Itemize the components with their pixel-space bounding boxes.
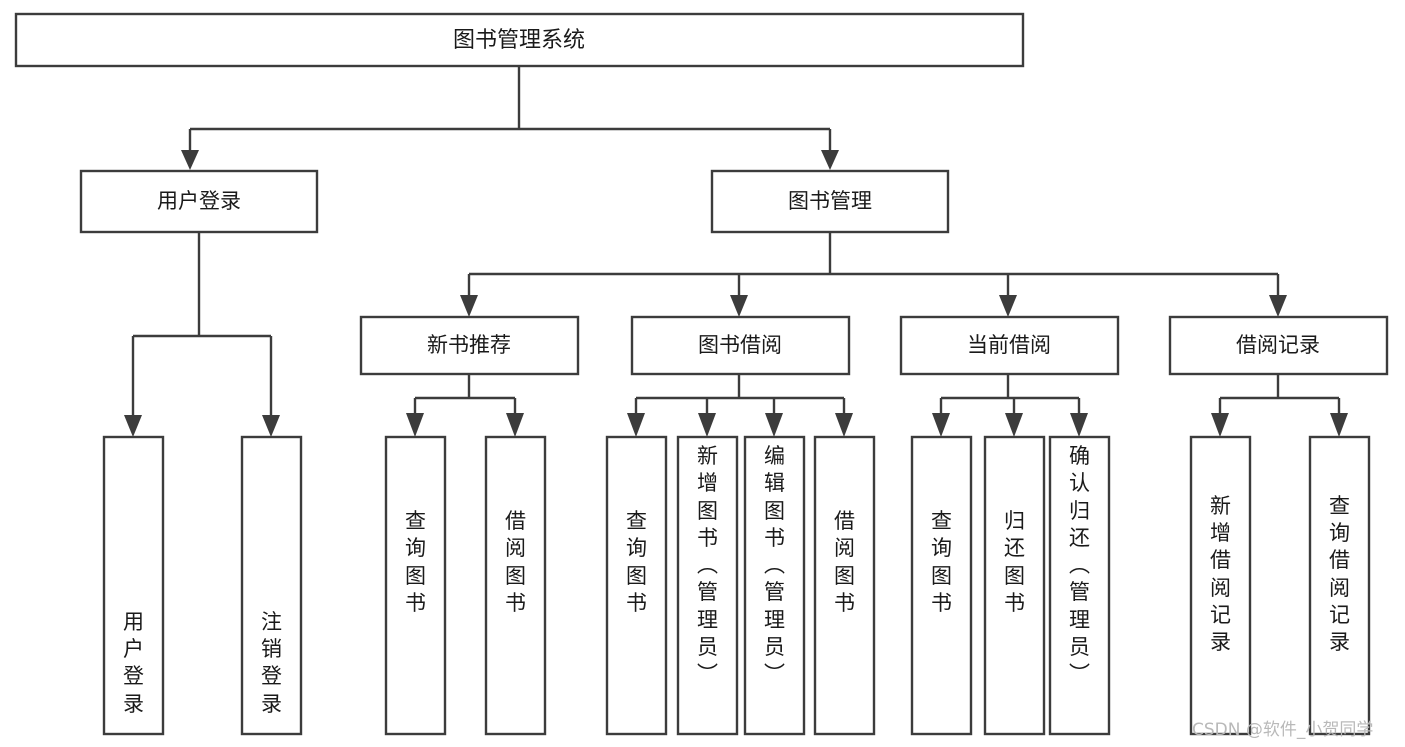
leaf-box-logout-login[interactable]	[240, 435, 303, 736]
leaf-box-add-book-admin[interactable]	[676, 435, 739, 736]
arrow-head-icon	[1269, 295, 1287, 317]
leaf-box-query-book-1[interactable]	[384, 435, 447, 736]
arrow-head-icon	[999, 295, 1017, 317]
node-root-title[interactable]: 图书管理系统	[14, 12, 1025, 68]
leaf-box-query-book-2[interactable]	[605, 435, 668, 736]
node-user-login[interactable]: 用户登录	[79, 169, 319, 234]
node-root-title-label: 图书管理系统	[453, 28, 585, 53]
arrow-head-icon	[1005, 413, 1023, 437]
edge-group-new-book-recommend-to-leaves	[406, 374, 524, 437]
arrow-head-icon	[730, 295, 748, 317]
node-current-borrow[interactable]: 当前借阅	[899, 315, 1120, 376]
arrow-head-icon	[1330, 413, 1348, 437]
node-borrow-record[interactable]: 借阅记录	[1168, 315, 1389, 376]
arrow-head-icon	[765, 413, 783, 437]
node-book-management[interactable]: 图书管理	[710, 169, 950, 234]
arrow-head-icon	[1070, 413, 1088, 437]
leaf-box-borrow-book-1[interactable]	[484, 435, 547, 736]
arrow-head-icon	[627, 413, 645, 437]
node-current-borrow-label: 当前借阅	[967, 333, 1051, 357]
leaf-boxes	[102, 435, 1371, 736]
node-new-book-recommend-label: 新书推荐	[427, 333, 511, 357]
edge-group-book-management-to-level3	[460, 232, 1287, 317]
leaf-box-add-borrow-record[interactable]	[1189, 435, 1252, 736]
edge-group-user-login-to-leaves	[124, 232, 280, 437]
arrow-head-icon	[181, 150, 199, 170]
arrow-head-icon	[821, 150, 839, 170]
node-book-management-label: 图书管理	[788, 189, 872, 213]
arrow-head-icon	[698, 413, 716, 437]
arrow-head-icon	[932, 413, 950, 437]
leaf-box-return-book[interactable]	[983, 435, 1046, 736]
arrow-head-icon	[460, 295, 478, 317]
node-book-borrow[interactable]: 图书借阅	[630, 315, 851, 376]
node-new-book-recommend[interactable]: 新书推荐	[359, 315, 580, 376]
arrow-head-icon	[124, 415, 142, 437]
leaf-box-query-book-3[interactable]	[910, 435, 973, 736]
arrow-head-icon	[835, 413, 853, 437]
leaf-box-edit-book-admin[interactable]	[743, 435, 806, 736]
arrow-head-icon	[406, 413, 424, 437]
leaf-box-borrow-book-2[interactable]	[813, 435, 876, 736]
edge-group-book-borrow-to-leaves	[627, 374, 853, 437]
edge-group-current-borrow-to-leaves	[932, 374, 1088, 437]
leaf-box-user-login[interactable]	[102, 435, 165, 736]
node-book-borrow-label: 图书借阅	[698, 333, 782, 357]
node-user-login-label: 用户登录	[157, 189, 241, 213]
edge-group-borrow-record-to-leaves	[1211, 374, 1348, 437]
arrow-head-icon	[262, 415, 280, 437]
arrow-head-icon	[506, 413, 524, 437]
node-borrow-record-label: 借阅记录	[1236, 333, 1320, 357]
leaf-box-confirm-return-admin[interactable]	[1048, 435, 1111, 736]
edge-group-root-to-level2	[181, 66, 839, 170]
leaf-box-query-borrow-record[interactable]	[1308, 435, 1371, 736]
arrow-head-icon	[1211, 413, 1229, 437]
